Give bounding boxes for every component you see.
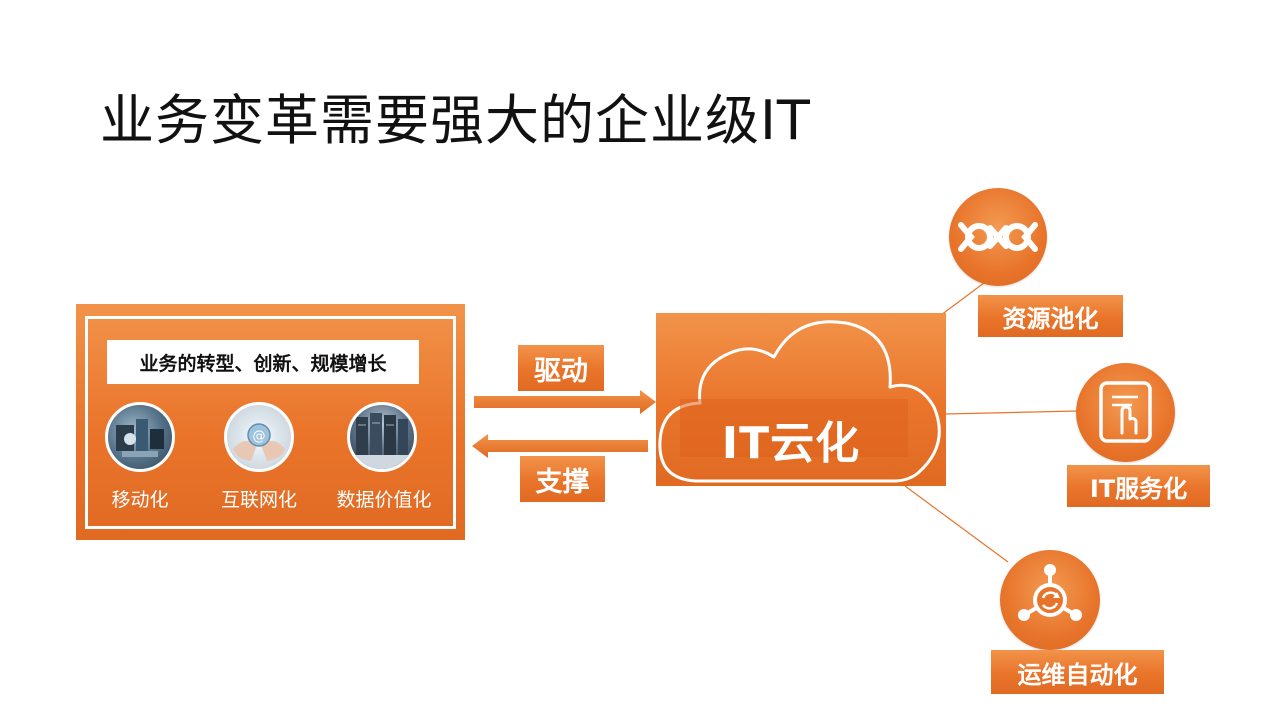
internet-globe-icon: @: [224, 402, 294, 472]
data-servers-icon: [347, 402, 417, 472]
connector-automation: [904, 485, 1009, 563]
automation-label: 运维自动化: [991, 650, 1164, 694]
support-arrow: [472, 434, 648, 458]
touch-service-icon: [1076, 363, 1175, 462]
mobile-photo-icon: [105, 402, 175, 472]
cloud-label-bar: [680, 399, 908, 457]
business-panel-frame: [85, 316, 456, 529]
cloud-icon: [658, 320, 941, 483]
support-tag: 支撑: [520, 456, 605, 502]
resource-pool-icon: [949, 188, 1047, 286]
resource-pool-label: 资源池化: [978, 295, 1123, 337]
drive-tag: 驱动: [518, 345, 604, 391]
drive-arrow: [474, 390, 656, 414]
connector-it-service: [945, 410, 1079, 415]
business-panel: 业务的转型、创新、规模增长 @ 移动化 互联网化 数: [76, 304, 465, 540]
it-cloud-label: IT云化: [721, 418, 861, 469]
mobile-label: 移动化: [111, 489, 169, 511]
page-title: 业务变革需要强大的企业级IT: [100, 89, 811, 152]
business-panel-heading: 业务的转型、创新、规模增长: [107, 340, 419, 384]
data-value-label: 数据价值化: [336, 489, 432, 511]
svg-text:@: @: [253, 429, 266, 444]
it-cloud-box: IT云化: [656, 313, 946, 486]
internet-label: 互联网化: [220, 489, 297, 511]
automation-cycle-icon: [1000, 550, 1100, 650]
it-service-label: IT服务化: [1067, 465, 1210, 507]
